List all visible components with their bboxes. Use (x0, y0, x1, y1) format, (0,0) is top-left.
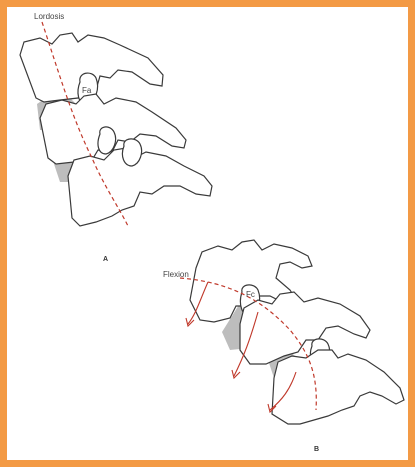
flexion-label: Flexion (163, 270, 189, 279)
panel-b-label: B (314, 446, 319, 453)
panel-b-group (180, 240, 404, 424)
facet-a3 (122, 139, 141, 166)
panel-a-label: A (103, 256, 108, 263)
panel-a-group (20, 22, 212, 226)
fc-label: Fc (246, 290, 255, 299)
lordosis-label: Lordosis (34, 12, 64, 21)
fa-label: Fa (82, 86, 91, 95)
vertebra-b2 (240, 292, 370, 364)
vertebra-b3 (272, 350, 404, 424)
